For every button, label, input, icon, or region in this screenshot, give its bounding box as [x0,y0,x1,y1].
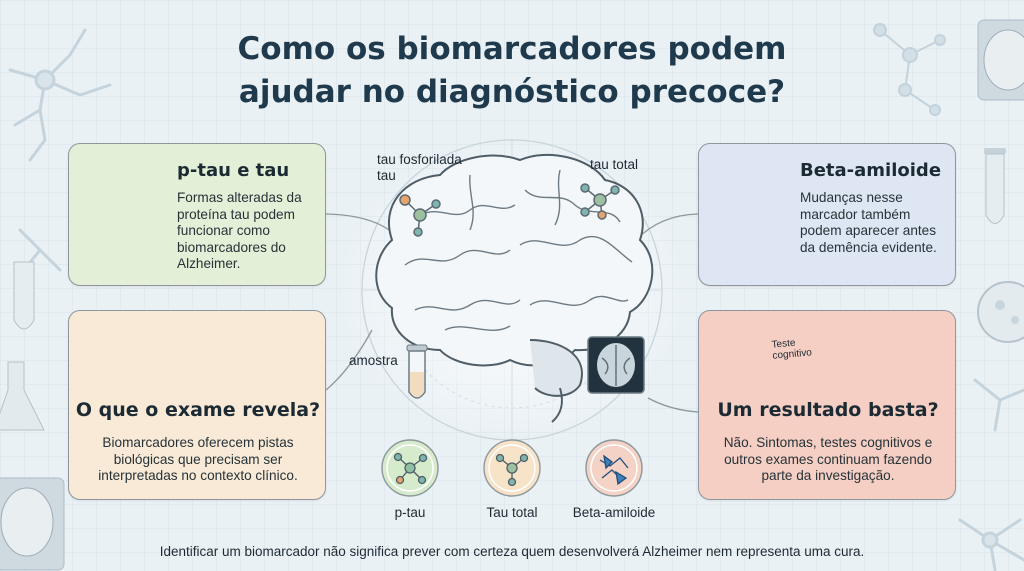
molecule-icon [580,183,620,220]
flask-icon [0,361,45,431]
card-exam-text: Biomarcadores oferecem pistas biológicas… [98,435,298,483]
badge-label-ptau: p-tau [394,505,426,520]
label-tau-fosforilada-line1: tau fosforilada [377,152,462,167]
label-tau-total: tau total [590,157,639,172]
card-result-text: Não. Sintomas, testes cognitivos e outro… [723,435,933,483]
badge-tau-total-icon [483,439,541,497]
title-line-1: Como os biomarcadores podem [237,31,787,67]
brain-scan-icon [0,477,65,571]
card-exam-reveals: O que o exame revela? Biomarcadores ofer… [68,310,326,500]
label-amostra: amostra [349,353,398,368]
card-exam-title: O que o exame revela? [75,399,321,421]
card-result-title: Um resultado basta? [717,399,939,421]
title-line-2: ajudar no diagnóstico precoce? [238,74,786,110]
card-ptau-title: p-tau e tau [177,160,290,181]
brain-scan-icon [977,19,1024,101]
test-tube-icon [13,261,35,330]
molecule-icon [873,23,946,116]
badge-ptau-icon [381,439,439,497]
connector-lines [325,213,699,413]
page-title: Como os biomarcadores podem ajudar no di… [150,28,874,114]
test-tube-icon [406,344,428,399]
petri-dish-icon [977,281,1024,343]
card-beta-title: Beta-amiloide [800,160,942,181]
neuron-icon [8,28,112,277]
badge-beta-amyloid-icon [585,439,643,497]
badge-label-beta-amyloid: Beta-amiloide [572,505,656,520]
card-beta-text: Mudanças nesse marcador também podem apa… [800,190,937,255]
brain-scan-icon [587,336,645,394]
label-tau-fosforilada-line2: tau [377,168,396,183]
footer-note: Identificar um biomarcador não significa… [159,544,865,559]
card-one-result: Um resultado basta? Não. Sintomas, teste… [698,310,956,500]
card-beta-amyloid: Beta-amiloide Mudanças nesse marcador ta… [698,143,956,286]
test-tube-icon [984,148,1006,224]
card-ptau-text: Formas alteradas da proteína tau podem f… [177,190,302,271]
card-ptau-tau: p-tau e tau Formas alteradas da proteína… [68,143,326,286]
label-tau-fosforilada: tau fosforilada tau [377,152,462,184]
neuron-icon [958,378,1024,571]
molecule-icon [399,194,441,237]
brain-icon [375,153,654,423]
label-test-sheet: Teste cognitivo [771,336,812,362]
badge-label-tau-total: Tau total [486,505,538,520]
